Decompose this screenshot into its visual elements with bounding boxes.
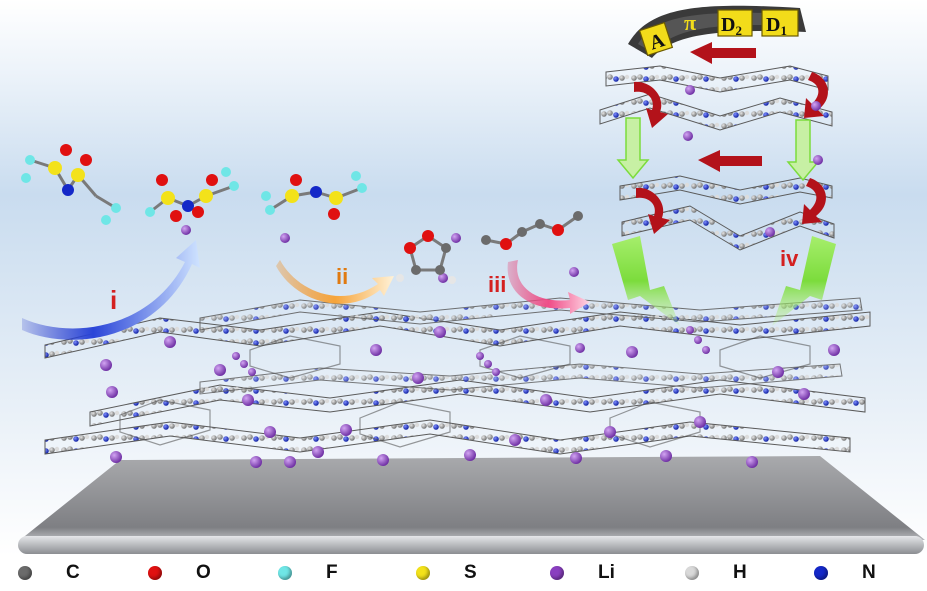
step-label-ii: ii [336,264,349,289]
legend-swatch-s [416,566,430,580]
vertical-transport-arrows [616,117,820,182]
legend-swatch-f [278,566,292,580]
arrow-step-iv-left [612,236,680,326]
arrow-step-iv-right [772,236,836,326]
legend-label-s: S [464,562,477,583]
banner-d2-label: D2 [721,14,742,38]
atom-legend: C O F S Li H N [0,556,927,591]
legend-label-li: Li [598,562,615,583]
substrate-plate [18,456,925,554]
molecule-tfsi-3 [261,171,367,220]
legend-item-o: O [148,562,211,584]
step-label-iii: iii [488,272,507,297]
legend-label-o: O [196,562,211,583]
legend-item-c: C [18,562,80,584]
banner-pi-label: π [684,10,696,35]
donor-acceptor-banner: A π D2 D1 [628,5,806,58]
legend-label-h: H [733,562,747,583]
legend-item-n: N [814,562,876,584]
arrow-step-iii [507,260,590,314]
upper-li-ions [683,85,823,237]
legend-swatch-h [685,566,699,580]
banner-d1-label: D1 [766,14,787,38]
legend-swatch-li [550,566,564,580]
legend-swatch-o [148,566,162,580]
legend-label-c: C [66,562,80,583]
molecule-tfsi-1 [21,144,121,225]
step-label-i: i [110,285,118,315]
legend-item-f: F [278,562,338,584]
legend-item-li: Li [550,562,615,584]
molecule-dol [396,230,456,284]
li-ions [100,225,840,468]
legend-item-h: H [685,562,747,584]
legend-swatch-n [814,566,828,580]
arrow-step-ii [276,260,394,304]
legend-label-f: F [326,562,338,583]
legend-swatch-c [18,566,32,580]
molecule-dme [481,211,583,250]
molecule-tfsi-2 [145,167,239,222]
legend-item-s: S [416,562,477,584]
legend-label-n: N [862,562,876,583]
charge-transfer-arrows [634,42,829,234]
step-label-iv: iv [780,246,799,271]
arrow-step-i [22,240,200,340]
